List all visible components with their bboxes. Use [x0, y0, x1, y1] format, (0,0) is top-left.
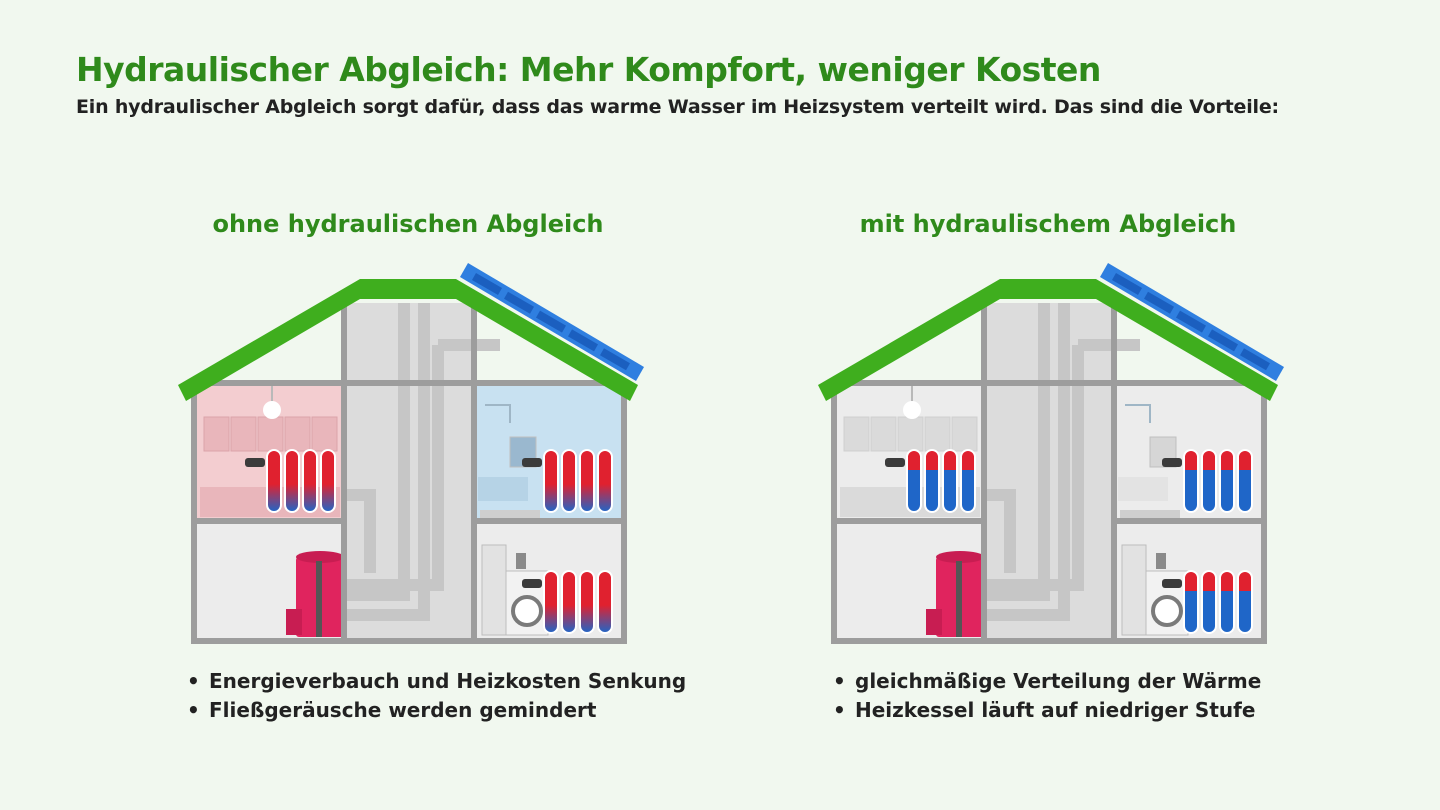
bullet-item: gleichmäßige Verteilung der Wärme — [829, 667, 1261, 696]
boiler-icon — [926, 551, 984, 637]
bullet-item: Energieverbauch und Heizkosten Senkung — [183, 667, 686, 696]
boiler-icon — [286, 551, 344, 637]
panel-left-title: ohne hydraulischen Abgleich — [212, 210, 604, 238]
lamp-icon — [903, 401, 921, 419]
radiator-icon — [885, 449, 976, 513]
radiator-icon — [1162, 449, 1253, 513]
radiator-icon — [245, 449, 336, 513]
radiator-icon — [522, 570, 613, 634]
bullet-item: Fließgeräusche werden gemindert — [183, 696, 686, 725]
bullet-list-left: Energieverbauch und Heizkosten Senkung F… — [183, 667, 686, 725]
bullet-list-right: gleichmäßige Verteilung der Wärme Heizke… — [829, 667, 1261, 725]
house-without-balancing — [178, 263, 644, 644]
shower-icon — [485, 404, 511, 423]
bullet-item: Heizkessel läuft auf niedriger Stufe — [829, 696, 1261, 725]
panel-right-title: mit hydraulischem Abgleich — [859, 210, 1237, 238]
house-outline — [831, 380, 1267, 644]
roof — [818, 279, 1278, 401]
radiator-icon — [1162, 570, 1253, 634]
page-title: Hydraulischer Abgleich: Mehr Kompfort, w… — [76, 50, 1101, 89]
shower-icon — [1125, 404, 1151, 423]
house-with-balancing — [818, 263, 1284, 644]
page-subtitle: Ein hydraulischer Abgleich sorgt dafür, … — [76, 96, 1279, 118]
roof — [178, 279, 638, 401]
house-outline — [191, 380, 627, 644]
solar-panel-icon — [1100, 263, 1284, 381]
radiator-icon — [522, 449, 613, 513]
solar-panel-icon — [460, 263, 644, 381]
lamp-icon — [263, 401, 281, 419]
